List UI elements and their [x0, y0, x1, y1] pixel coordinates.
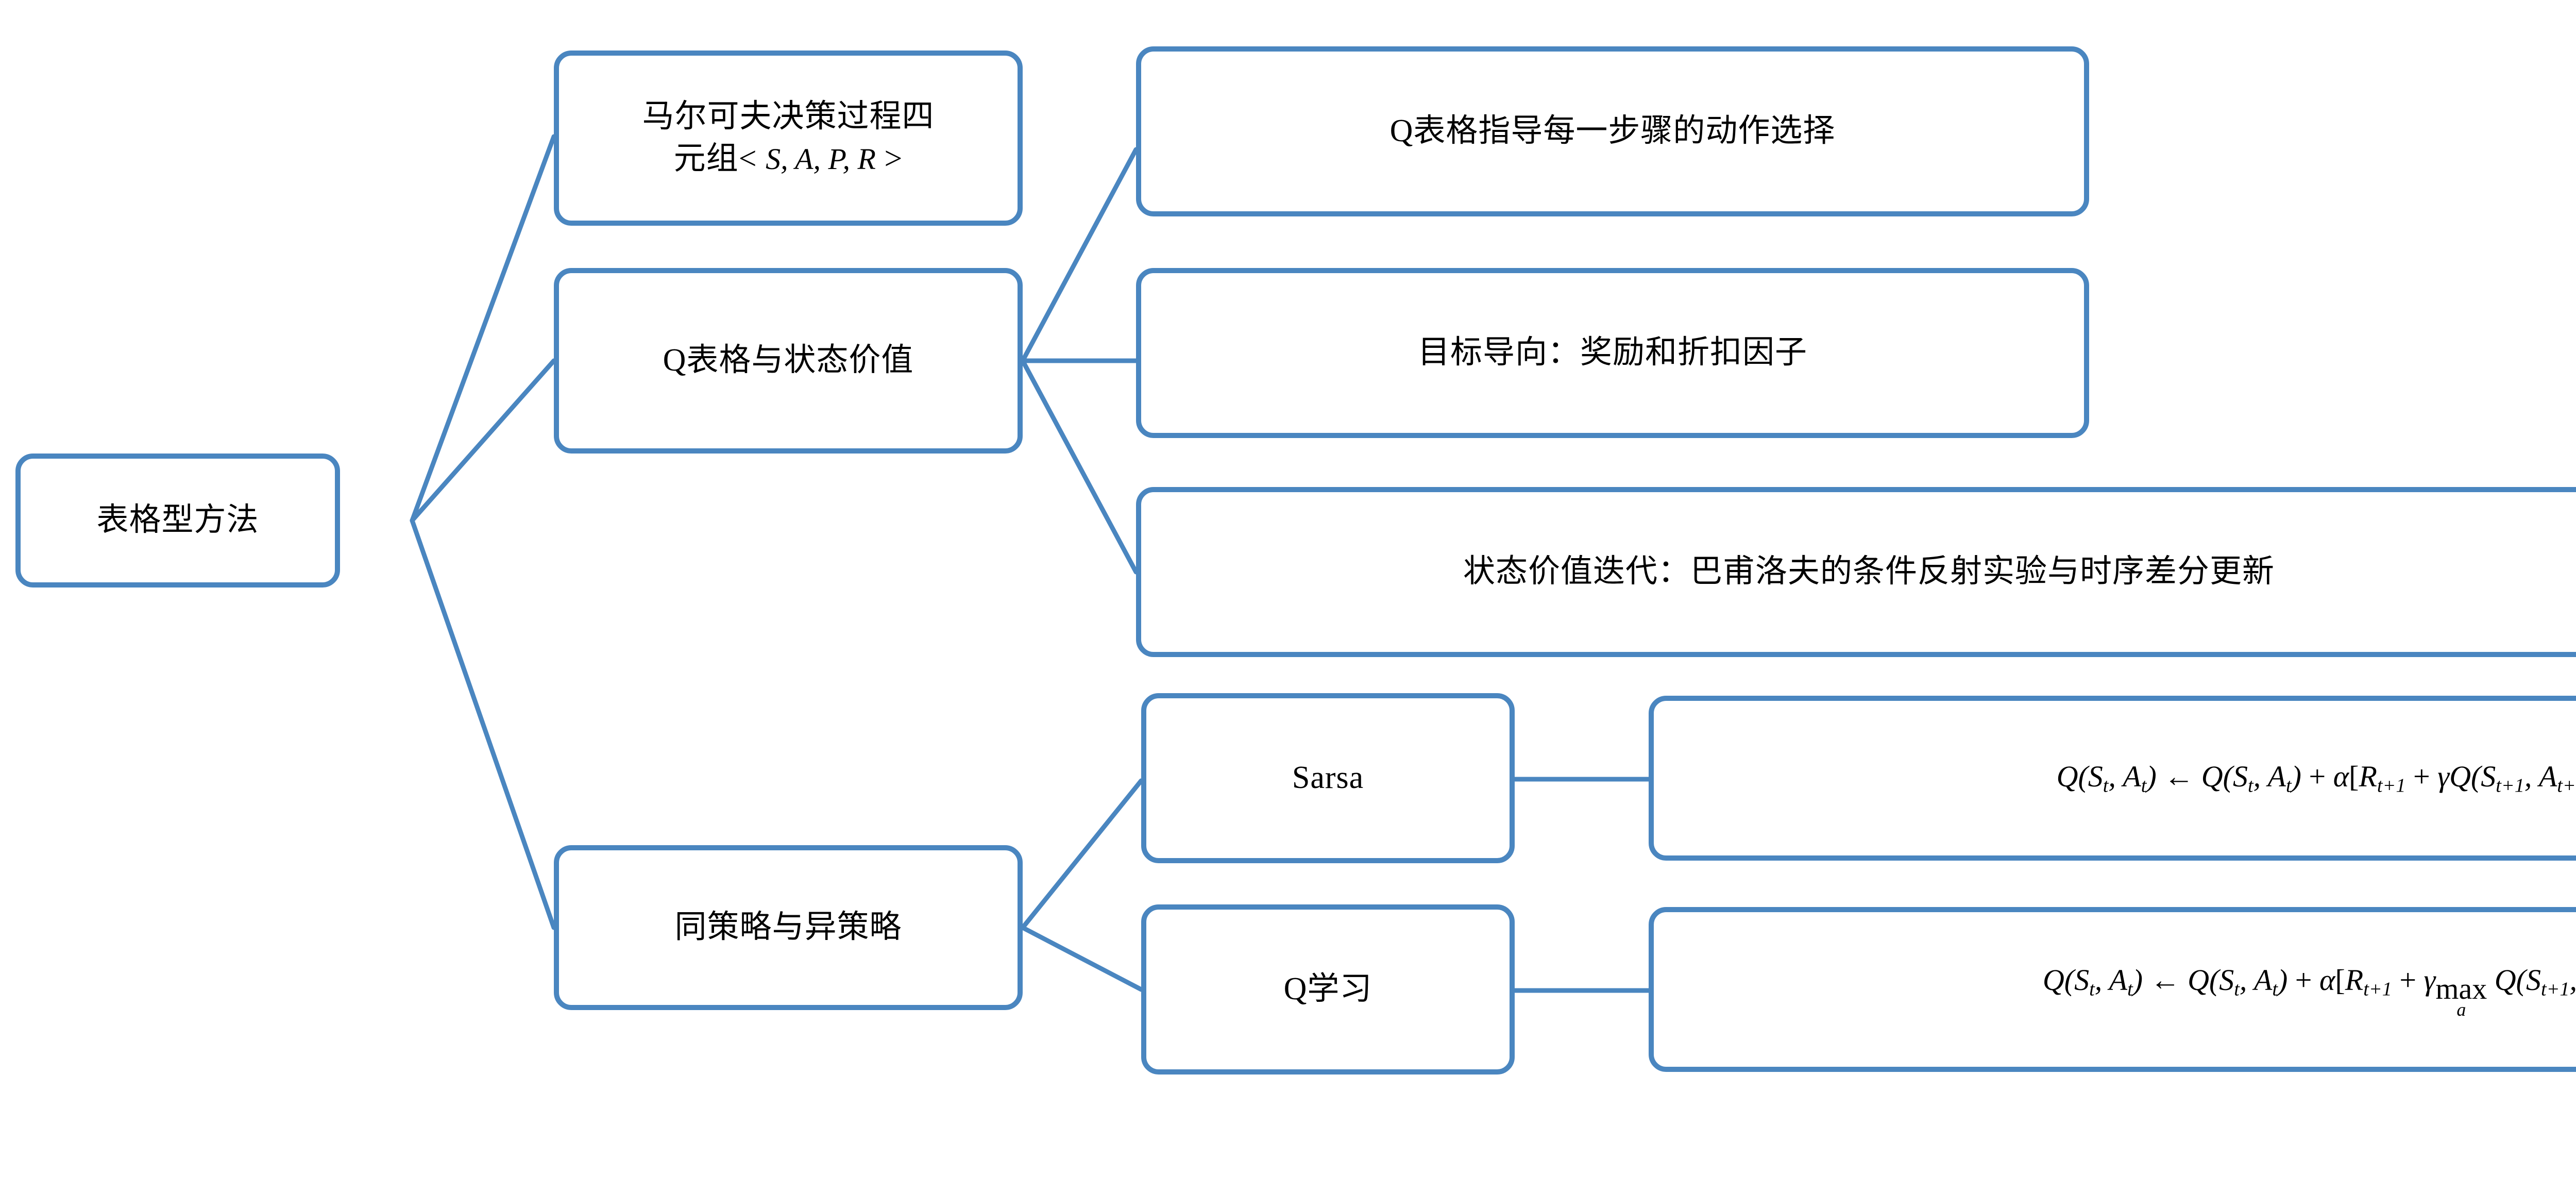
bracket-open: [: [2335, 963, 2345, 997]
plus-sign: +: [2309, 760, 2326, 794]
bracket-open: [: [2349, 760, 2359, 794]
ql-reward: Rt+1: [2345, 963, 2392, 1000]
edge-root-to-policy: [410, 518, 556, 930]
node-root-label: 表格型方法: [96, 502, 259, 538]
node-mdp[interactable]: 马尔可夫决策过程四 元组< S, A, P, R >: [554, 51, 1023, 226]
node-qtable-label: Q表格与状态价值: [663, 343, 914, 378]
sarsa-q-next: Q(St+1, At+1): [2449, 760, 2576, 797]
edge-qtable-to-value-iter: [1020, 358, 1139, 575]
ql-q-left: Q(St, At): [2042, 963, 2143, 1000]
node-qlearning-label: Q学习: [1283, 971, 1372, 1007]
edge-policy-to-qlearning: [1020, 925, 1144, 992]
assign-arrow-icon: ←: [2150, 963, 2180, 997]
node-policy-label: 同策略与异策略: [674, 910, 902, 945]
node-mdp-line1: 马尔可夫决策过程四: [642, 99, 935, 135]
alpha-symbol: α: [2333, 760, 2349, 794]
max-subscript-a: a: [2456, 999, 2466, 1020]
ql-q-next: Q(St+1, a): [2494, 963, 2576, 1000]
node-leaf-goal[interactable]: 目标导向：奖励和折扣因子: [1136, 268, 2089, 438]
node-sarsa-formula[interactable]: Q(St, At) ← Q(St, At) + α[Rt+1 + γQ(St+1…: [1649, 696, 2576, 861]
node-mdp-line2-suffix: >: [875, 141, 903, 176]
gamma-symbol: γ: [2424, 963, 2436, 997]
node-leaf-action-select[interactable]: Q表格指导每一步骤的动作选择: [1136, 46, 2089, 216]
plus-sign: +: [2295, 963, 2312, 997]
node-leaf-value-iter[interactable]: 状态价值迭代：巴甫洛夫的条件反射实验与时序差分更新: [1136, 487, 2576, 657]
edge-root-to-mdp: [410, 134, 556, 523]
node-root[interactable]: 表格型方法: [15, 454, 340, 587]
node-leaf-value-iter-label: 状态价值迭代：巴甫洛夫的条件反射实验与时序差分更新: [1463, 554, 2275, 590]
sarsa-q-old: Q(St, At): [2201, 760, 2301, 797]
node-sarsa-label: Sarsa: [1292, 760, 1364, 796]
sarsa-reward: Rt+1: [2359, 760, 2406, 797]
node-policy[interactable]: 同策略与异策略: [554, 845, 1023, 1010]
plus-sign-2: +: [2399, 963, 2417, 997]
node-leaf-goal-label: 目标导向：奖励和折扣因子: [1417, 335, 1807, 371]
max-label: max: [2435, 971, 2487, 1005]
node-qtable[interactable]: Q表格与状态价值: [554, 268, 1023, 454]
node-mdp-line2-prefix: 元组<: [673, 141, 766, 176]
sarsa-q-left: Q(St, At): [2056, 760, 2157, 797]
gamma-symbol: γ: [2437, 760, 2450, 794]
sarsa-formula-expression: Q(St, At) ← Q(St, At) + α[Rt+1 + γQ(St+1…: [1667, 757, 2576, 799]
alpha-symbol: α: [2319, 963, 2335, 997]
ql-q-old: Q(St, At): [2188, 963, 2288, 1000]
node-leaf-action-select-label: Q表格指导每一步骤的动作选择: [1389, 113, 1836, 149]
node-qlearning[interactable]: Q学习: [1141, 904, 1515, 1075]
plus-sign-2: +: [2413, 760, 2430, 794]
node-mdp-label: 马尔可夫决策过程四 元组< S, A, P, R >: [572, 96, 1004, 180]
edge-policy-to-sarsa: [1020, 778, 1144, 930]
node-sarsa[interactable]: Sarsa: [1141, 693, 1515, 863]
assign-arrow-icon: ←: [2164, 760, 2194, 794]
edge-root-to-qtable: [410, 358, 556, 523]
node-mdp-line2-vars: S, A, P, R: [766, 142, 876, 176]
edge-qtable-to-action-select: [1020, 147, 1139, 363]
